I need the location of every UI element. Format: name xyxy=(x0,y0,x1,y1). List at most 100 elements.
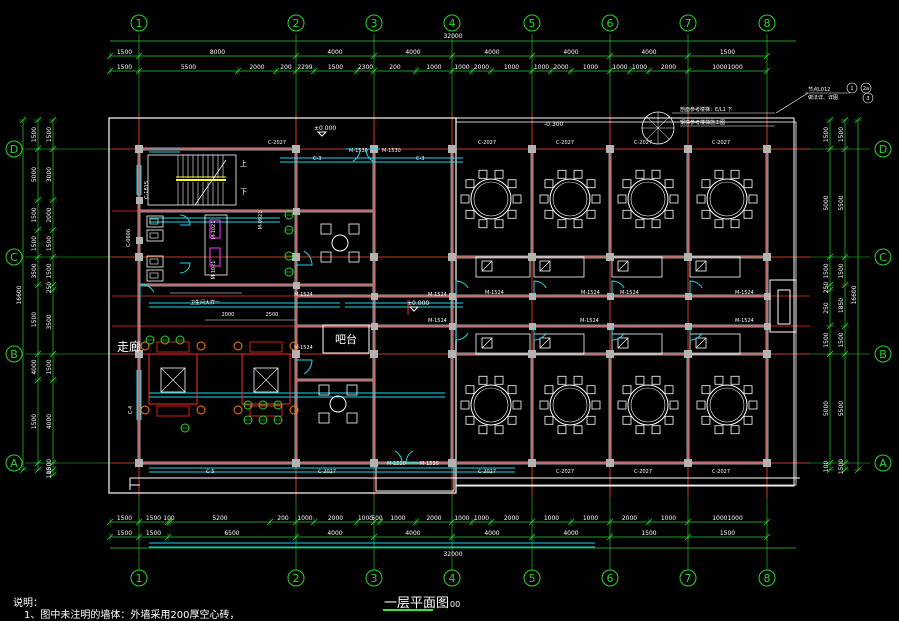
dim-top-inner-label: 200 xyxy=(280,64,292,71)
door-label-m1524: M-1524 xyxy=(735,318,754,324)
side-lamp xyxy=(196,405,206,415)
dim-top-inner-label: 1000 xyxy=(632,64,647,71)
banquet-chair xyxy=(743,415,753,425)
toilet-bowl xyxy=(149,258,159,265)
dim-left-outer-label: 5000 xyxy=(31,167,38,182)
dim-right-outer-label: 1500 xyxy=(838,263,845,278)
round-table-inner xyxy=(473,181,509,217)
door-label-m1524: M-1524 xyxy=(620,290,639,296)
level-triangle xyxy=(316,131,328,137)
door-label-m1530: M-1530 xyxy=(420,461,439,467)
structural-column xyxy=(529,293,536,300)
door-swing-room xyxy=(611,326,625,341)
structural-column xyxy=(528,459,536,467)
banquet-chair xyxy=(573,169,583,179)
dim-bottom-inner-label: 1000 xyxy=(474,515,489,522)
dim-top-mid-label: 1500 xyxy=(117,49,132,56)
door-label-m0921: M-0921 xyxy=(258,211,264,230)
door-label-m1524: M-1524 xyxy=(580,318,599,324)
table-chair xyxy=(348,251,360,263)
banquet-chair xyxy=(743,179,753,189)
dim-bottom-inner-label: 10001000 xyxy=(712,515,743,522)
square-table xyxy=(329,395,347,413)
axis-label-top-7: 7 xyxy=(685,17,692,30)
axis-bubble-left-C xyxy=(5,248,23,266)
structural-column xyxy=(292,253,300,261)
window-label-c1815: C-1815 xyxy=(144,181,150,199)
banquet-chair xyxy=(507,385,517,395)
banquet-chair xyxy=(701,179,711,189)
door-label-m1524: M-1524 xyxy=(485,290,504,296)
dim-bottom-inner-label: 1500 xyxy=(146,515,161,522)
dim-top-inner-label: 2300 xyxy=(358,64,373,71)
axis-label-right-B: B xyxy=(879,348,887,361)
axis-label-left-D: D xyxy=(10,143,18,156)
structural-column xyxy=(607,293,614,300)
wash-basin xyxy=(617,337,629,349)
round-table xyxy=(627,178,669,220)
door-swing-room xyxy=(455,326,469,341)
axis-bubble-top-6 xyxy=(601,14,619,32)
wash-basin-x xyxy=(617,337,629,349)
wash-basin-x xyxy=(539,260,551,272)
axis-bubble-top-5 xyxy=(523,14,541,32)
axis-label-bottom-4: 4 xyxy=(449,572,456,585)
sofa-bottom xyxy=(249,405,283,417)
banquet-chair xyxy=(465,415,475,425)
table-chair xyxy=(320,251,332,263)
banquet-chair xyxy=(539,194,549,204)
window-label-c3: C-3 xyxy=(416,156,424,162)
dim-bottom-mid-label: 1500 xyxy=(720,530,735,537)
structural-column xyxy=(135,145,143,153)
side-lamp xyxy=(233,341,243,351)
dim-bottom-inner-label: 1500 xyxy=(117,515,132,522)
dim-left-inner-label: 1500 xyxy=(46,127,53,142)
dim-bottom-inner-label: 100 xyxy=(163,515,175,522)
dim-left-inner-label: 1500 xyxy=(46,236,53,251)
door-swing xyxy=(365,148,380,162)
round-table-inner xyxy=(630,181,666,217)
structural-column xyxy=(370,459,378,467)
structural-column xyxy=(293,208,300,215)
banquet-chair xyxy=(622,179,632,189)
door-label-m1530: M-1530 xyxy=(387,461,406,467)
banquet-chair xyxy=(539,400,549,410)
title-underline xyxy=(383,609,433,611)
structural-column xyxy=(292,350,300,358)
dim-top-inner-label: 10001000 xyxy=(712,64,743,71)
banquet-chair xyxy=(696,400,706,410)
table-chair xyxy=(348,223,360,235)
detail-ref-bubble xyxy=(860,82,872,94)
banquet-chair xyxy=(557,169,567,179)
door-swing-room xyxy=(533,280,547,295)
door-swing xyxy=(388,450,403,464)
axis-bubble-right-C xyxy=(874,248,892,266)
banquet-chair xyxy=(622,209,632,219)
banquet-chair xyxy=(714,219,724,229)
table-chair xyxy=(320,223,332,235)
round-table xyxy=(470,384,512,426)
door-swing-corridor xyxy=(139,283,155,300)
toilet-dim-label: 2500 xyxy=(266,312,279,318)
level-triangle xyxy=(408,306,420,312)
door-swing xyxy=(405,450,420,464)
banquet-chair xyxy=(512,194,522,204)
dim-bottom-inner-label: 200 xyxy=(277,515,289,522)
dim-top-inner-label: 1500 xyxy=(117,64,132,71)
dim-left-outer-label: 1500 xyxy=(31,414,38,429)
banquet-chair xyxy=(544,179,554,189)
toilet-bowl xyxy=(149,232,159,239)
banquet-chair xyxy=(714,375,724,385)
structural-column xyxy=(684,459,692,467)
dim-right-outer-label: 5500 xyxy=(838,401,845,416)
table-chair xyxy=(318,412,330,424)
dim-left-inner-label: 2000 xyxy=(46,207,53,222)
dim-left-outer-label: 1500 xyxy=(31,312,38,327)
detail-ref-bubble xyxy=(862,92,874,104)
dim-left-total-label: 16600 xyxy=(16,285,23,304)
axis-bubble-bottom-6 xyxy=(601,569,619,587)
dim-left-inner-label: 1500 xyxy=(46,359,53,374)
dim-left-outer-label: 1500 xyxy=(31,207,38,222)
spiral-tread xyxy=(657,127,670,140)
